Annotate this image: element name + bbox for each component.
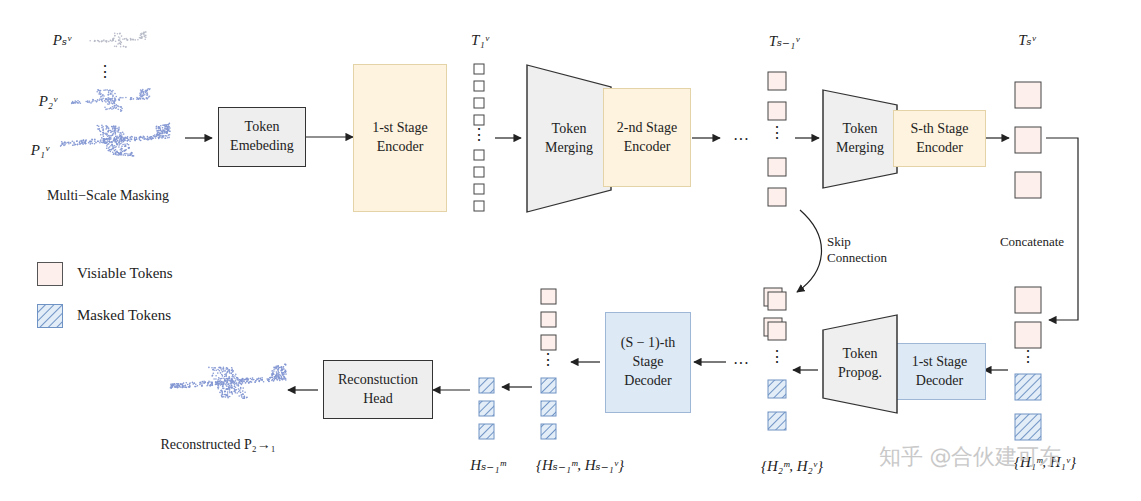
legend-text: Visiable Tokens xyxy=(77,265,173,282)
watermark: 知乎 @合伙建可东 xyxy=(879,442,1062,472)
token-square xyxy=(479,424,494,439)
flow-arrow xyxy=(984,369,1008,370)
trapezoid-block: Token Merging xyxy=(527,65,611,212)
token-square xyxy=(1015,322,1041,348)
token-square xyxy=(1015,82,1041,108)
flow-arrow xyxy=(797,210,821,292)
annotation: Tₛᵛ xyxy=(1018,31,1036,49)
token-square xyxy=(768,188,786,206)
annotation: P₁ᵛ xyxy=(31,142,50,159)
token-square xyxy=(1015,414,1041,440)
node-label: S-th Stage Encoder xyxy=(894,120,985,158)
connector xyxy=(306,136,353,137)
flow-arrow xyxy=(694,361,726,362)
token-square xyxy=(541,289,556,304)
flow-arrow xyxy=(288,389,318,390)
token-square xyxy=(474,81,484,91)
node-label: Token Propog. xyxy=(823,345,897,383)
node-label: Reconstuction Head xyxy=(324,371,432,409)
node-label: 1-st Stage Encoder xyxy=(354,119,446,157)
annotation: P₂ᵛ xyxy=(39,93,58,110)
annotation: {Hₛ₋₁ᵐ, Hₛ₋₁ᵛ} xyxy=(536,456,624,474)
node-label: 1-st Stage Decoder xyxy=(894,353,985,391)
process-box: (S − 1)-th Stage Decoder xyxy=(605,312,691,413)
annotation: Skip Connection xyxy=(827,234,897,266)
ellipsis: ⋮ xyxy=(471,127,487,143)
flow-arrow xyxy=(692,137,720,138)
token-square xyxy=(541,401,556,416)
legend-swatch xyxy=(37,262,63,286)
token-square xyxy=(1015,127,1041,153)
ellipsis: ··· xyxy=(733,356,749,372)
flow-arrow xyxy=(1046,138,1078,320)
node-label: (S − 1)-th Stage Decoder xyxy=(606,334,690,391)
token-square xyxy=(474,115,484,125)
annotation: Concatenate xyxy=(1000,234,1064,250)
process-box: 1-st Stage Decoder xyxy=(893,343,986,400)
ellipsis: ⋮ xyxy=(769,349,785,365)
token-square xyxy=(768,412,786,430)
process-box: S-th Stage Encoder xyxy=(893,110,986,167)
flow-arrow xyxy=(502,386,532,387)
token-square xyxy=(474,167,484,177)
token-square xyxy=(768,102,786,120)
flow-arrow xyxy=(571,361,600,362)
annotation: T₁ᵛ xyxy=(471,32,489,49)
token-square xyxy=(541,424,556,439)
point-cloud xyxy=(170,364,287,400)
flow-arrow xyxy=(185,137,212,138)
ellipsis: ··· xyxy=(733,132,749,148)
annotation: Multi−Scale Masking xyxy=(47,188,169,204)
trapezoid-block: Token Propog. xyxy=(823,315,897,413)
token-square xyxy=(1015,374,1041,400)
process-box: Token Emebeding xyxy=(218,107,306,167)
ellipsis: ⋮ xyxy=(97,64,113,80)
token-square xyxy=(768,380,786,398)
token-square xyxy=(474,184,484,194)
node-label: Token Merging xyxy=(527,120,611,158)
process-box: 2-nd Stage Encoder xyxy=(603,88,691,187)
node-label: Token Emebeding xyxy=(219,118,305,156)
node-label: 2-nd Stage Encoder xyxy=(604,119,690,157)
trapezoid-block: Token Merging xyxy=(823,90,897,188)
node-label: Token Merging xyxy=(823,120,897,158)
ellipsis: ⋮ xyxy=(769,125,785,141)
flow-arrow xyxy=(793,369,818,370)
token-square xyxy=(541,335,556,350)
point-cloud xyxy=(60,123,171,157)
token-square xyxy=(1015,287,1041,313)
flow-arrow xyxy=(985,137,1009,138)
point-cloud xyxy=(89,31,146,48)
legend-text: Masked Tokens xyxy=(77,307,171,324)
annotation: Tₛ₋₁ᵛ xyxy=(769,32,800,50)
annotation: Pₛᵛ xyxy=(53,31,71,49)
flow-arrow xyxy=(795,137,819,138)
token-square xyxy=(479,378,494,393)
annotation: Reconstructed P₂→₁ xyxy=(160,437,275,453)
token-square xyxy=(474,150,484,160)
token-square xyxy=(474,201,484,211)
token-square xyxy=(474,64,484,74)
token-square xyxy=(479,401,494,416)
ellipsis: ⋮ xyxy=(1020,349,1036,365)
token-square xyxy=(541,378,556,393)
token-square xyxy=(768,72,786,90)
token-square xyxy=(474,98,484,108)
legend-swatch xyxy=(37,304,63,328)
process-box: Reconstuction Head xyxy=(323,360,433,419)
token-square xyxy=(768,322,786,340)
ellipsis: ⋮ xyxy=(540,352,556,368)
process-box: 1-st Stage Encoder xyxy=(353,64,447,212)
point-cloud xyxy=(71,88,151,112)
token-square xyxy=(768,158,786,176)
token-square xyxy=(768,292,786,310)
annotation: Hₛ₋₁ᵐ xyxy=(470,456,505,474)
flow-arrow xyxy=(495,137,521,138)
token-square xyxy=(541,312,556,327)
flow-arrow xyxy=(433,389,470,390)
token-square xyxy=(1015,172,1041,198)
annotation: {H₂ᵐ, H₂ᵛ} xyxy=(761,458,823,475)
